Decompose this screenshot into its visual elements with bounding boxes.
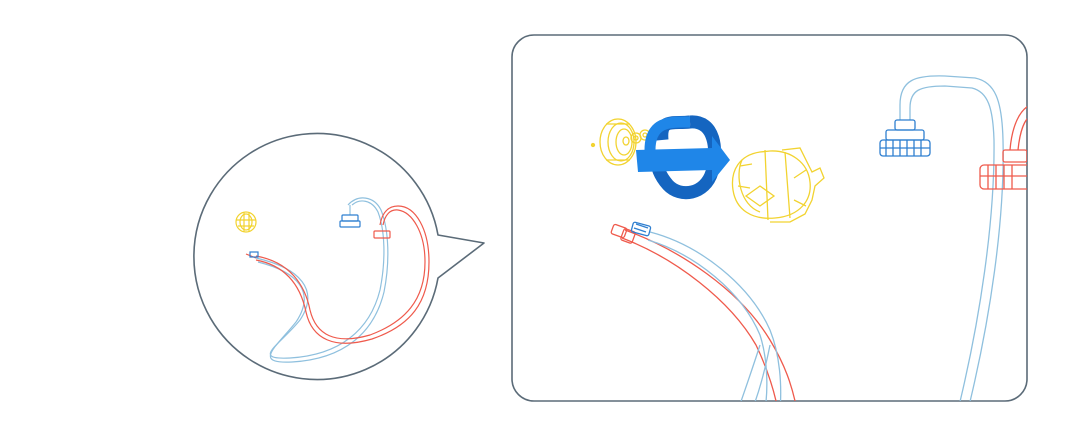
detail-yellow-cap-housing (731, 147, 825, 223)
detail-red-cap (979, 149, 1027, 190)
detail-blue-cap (879, 119, 931, 157)
detail-blue-tube (899, 75, 1004, 401)
overview-connectors (245, 251, 259, 259)
rotate-arrow-icon (636, 115, 730, 200)
overview-callout-frame (193, 132, 485, 381)
detail-panel (511, 34, 1028, 402)
overview-yellow-cap (235, 211, 257, 233)
overview-blue-tube (255, 197, 389, 363)
detail-red-tube (1009, 104, 1027, 151)
detail-tube-connectors (610, 221, 652, 244)
overview-red-tube (255, 205, 430, 344)
detail-yellow-cap-exploded (590, 118, 651, 166)
overview-callout (193, 132, 485, 381)
detail-tube-pair (621, 229, 798, 401)
overview-blue-cap (339, 214, 361, 228)
